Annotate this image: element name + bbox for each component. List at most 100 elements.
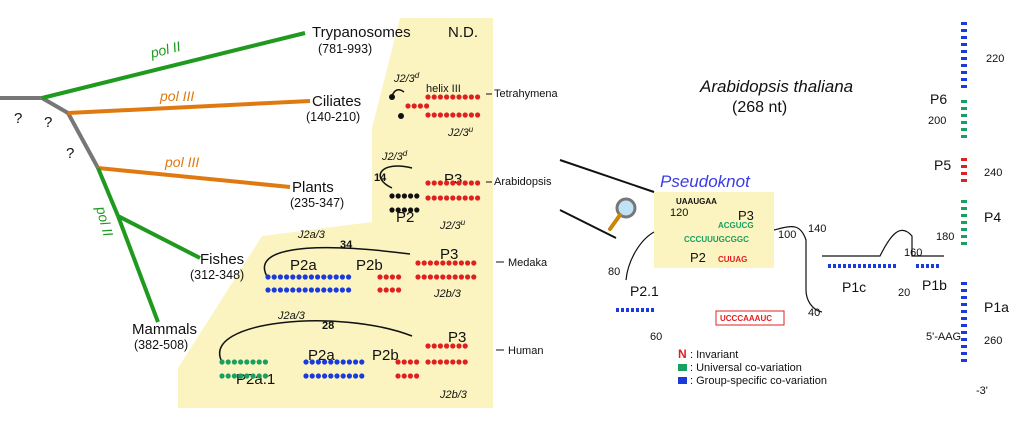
base-pair — [961, 57, 967, 60]
nucleotide-dot — [265, 274, 271, 280]
base-pair — [961, 64, 967, 67]
base-pair — [961, 85, 967, 88]
base-pair — [961, 172, 967, 175]
base-pair — [828, 264, 831, 268]
base-pair — [631, 308, 634, 312]
nucleotide-dot — [250, 373, 256, 379]
base-pair — [961, 242, 967, 245]
j23u-label-1: J2/3u — [447, 125, 474, 140]
nucleotide-dot — [271, 287, 277, 293]
nucleotide-dot — [219, 373, 225, 379]
nucleotide-dot — [277, 287, 283, 293]
base-pair — [961, 207, 967, 210]
nucleotide-dot — [302, 287, 308, 293]
domain-p3-pk: P3 — [738, 208, 754, 223]
base-pair — [961, 78, 967, 81]
rna-secondary-structure: UCCCAAAUC P6 P5 P4 P1a P1b P1c P2.1 220 … — [608, 22, 1009, 397]
nucleotide-dot — [456, 359, 462, 365]
nucleotide-dot — [411, 103, 417, 109]
base-pair — [961, 282, 967, 285]
nucleotide-dot — [328, 359, 334, 365]
nucleotide-dot — [414, 207, 420, 213]
nucleotide-dot — [431, 94, 437, 100]
base-pair — [961, 121, 967, 124]
nucleotide-dot — [309, 359, 315, 365]
nucleotide-dot — [377, 274, 383, 280]
nucleotide-dot — [383, 274, 389, 280]
nucleotide-dot — [414, 193, 420, 199]
unknown-mark-3: ? — [66, 145, 74, 162]
nucleotide-dot — [244, 373, 250, 379]
base-pair — [916, 264, 919, 268]
svg-text:20: 20 — [898, 287, 910, 299]
nucleotide-dot — [346, 274, 352, 280]
nucleotide-dot — [475, 94, 481, 100]
nucleotide-dot — [444, 180, 450, 186]
base-pair — [646, 308, 649, 312]
legend-universal-swatch — [678, 364, 687, 371]
legend: N : Invariant : Universal co-variation :… — [678, 347, 827, 387]
nucleotide-dot — [458, 260, 464, 266]
nucleotide-dot — [437, 195, 443, 201]
loop-seq: UCCCAAAUC — [720, 314, 772, 323]
not-determined-label: N.D. — [448, 24, 478, 41]
nucleotide-dot — [462, 94, 468, 100]
species-arabidopsis: Arabidopsis — [494, 176, 552, 188]
nucleotide-dot — [256, 359, 262, 365]
nucleotide-dot — [431, 359, 437, 365]
nucleotide-dot — [414, 373, 420, 379]
nucleotide-dot — [456, 180, 462, 186]
nucleotide-dot — [284, 287, 290, 293]
svg-text:200: 200 — [928, 115, 946, 127]
domain-p5: P5 — [934, 157, 951, 173]
nucleotide-dot — [225, 359, 231, 365]
structure-length: (268 nt) — [732, 99, 787, 116]
nucleotide-dot — [225, 373, 231, 379]
j2a3-label-3: J2a/3 — [297, 229, 326, 241]
loop-seq-box — [715, 310, 785, 326]
nucleotide-dot — [401, 207, 407, 213]
base-pair — [961, 296, 967, 299]
magnifier-icon — [608, 197, 637, 231]
base-pair — [961, 200, 967, 203]
base-pair — [883, 264, 886, 268]
base-pair — [961, 29, 967, 32]
pseudoknot-label: Pseudoknot — [660, 172, 751, 191]
species-human: Human — [508, 345, 543, 357]
base-pair — [961, 179, 967, 182]
nucleotide-dot — [389, 193, 395, 199]
nucleotide-dot — [334, 373, 340, 379]
base-pair — [961, 338, 967, 341]
base-pair — [833, 264, 836, 268]
row-human: J2a/3 28 P2a.1 P2a P2b P3 J2b/3 Human — [219, 310, 543, 401]
p2a-label-3: P2a — [290, 257, 317, 274]
nucleotide-dot — [471, 274, 477, 280]
nucleotide-dot — [395, 373, 401, 379]
nucleotide-dot — [468, 112, 474, 118]
label-plants: Plants — [292, 179, 334, 196]
nucleotide-dot — [322, 373, 328, 379]
svg-text:260: 260 — [984, 335, 1002, 347]
branch-trypanosomes — [41, 31, 306, 100]
domain-p1b: P1b — [922, 277, 947, 293]
nucleotide-dot — [321, 274, 327, 280]
nucleotide-dot — [425, 112, 431, 118]
j23u-label-2: J2/3u — [439, 218, 466, 233]
nucleotide-dot — [395, 207, 401, 213]
unknown-mark-2: ? — [44, 114, 52, 131]
base-pair — [961, 214, 967, 217]
base-pair — [961, 352, 967, 355]
nucleotide-dot — [303, 373, 309, 379]
domain-p6: P6 — [930, 91, 947, 107]
nucleotide-dot — [456, 343, 462, 349]
nucleotide-dot — [315, 287, 321, 293]
species-tetrahymena: Tetrahymena — [494, 88, 558, 100]
range-ciliates: (140-210) — [306, 110, 360, 124]
nucleotide-dot — [407, 373, 413, 379]
nucleotide-dot — [425, 343, 431, 349]
legend-invariant-text: : Invariant — [690, 349, 738, 361]
base-pair — [961, 36, 967, 39]
nucleotide-dot — [309, 373, 315, 379]
p3-label-4: P3 — [448, 329, 466, 346]
base-pair — [926, 264, 929, 268]
